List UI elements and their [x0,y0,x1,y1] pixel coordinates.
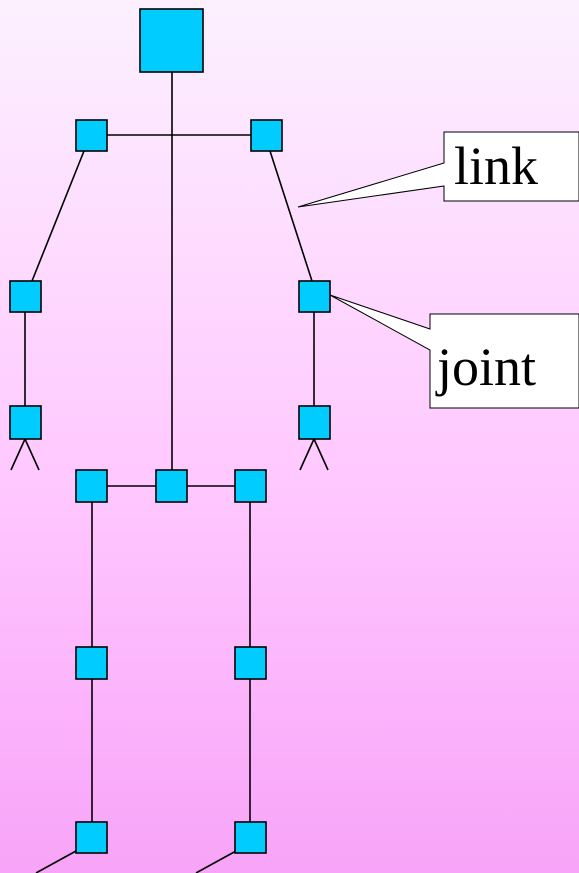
left-elbow-joint [9,280,42,313]
right-shoulder-joint [250,119,283,152]
pelvis-joint [155,469,188,503]
link-callout-box [297,131,579,208]
link-callout: link [297,131,579,208]
left-hip-joint [75,469,108,503]
right-elbow-joint [298,280,331,313]
link-callout-label: link [454,136,538,196]
joint-callout-box [329,294,579,409]
left-upper-arm-link [31,150,85,282]
right-wrist-joint [298,405,331,440]
right-upper-arm-link [269,150,313,282]
right-hip-joint [234,469,267,503]
left-foot-link [35,850,77,873]
right-foot-link [195,850,237,873]
right-knee-joint [234,646,267,680]
right-hand-claw [299,437,329,471]
left-wrist-joint [9,405,42,440]
left-knee-joint [75,646,108,680]
left-shoulder-joint [75,119,108,152]
left-ankle-joint [75,821,108,854]
head-joint [139,8,204,73]
joint-callout-label: joint [435,337,536,397]
left-hand-claw [10,437,40,471]
joints [9,8,331,854]
right-ankle-joint [234,821,267,854]
joint-callout: joint [329,294,579,409]
